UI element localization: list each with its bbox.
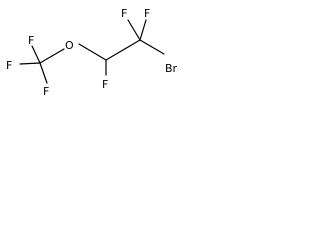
bond-o-ch (78, 43, 107, 61)
atom-f-cf2-left: F (121, 7, 127, 20)
atom-f-cf3-bottom: F (43, 85, 49, 98)
structure-diagram: F F F O F F F Br (6, 7, 178, 98)
atom-f-cf3-left: F (6, 59, 12, 72)
bonds (19, 19, 165, 84)
bond-cf3-f-top (31, 45, 41, 64)
atom-f-ch: F (102, 78, 108, 91)
bond-cf2-f-left (127, 19, 141, 41)
bond-cf2-f-right (139, 19, 147, 41)
bond-cf2-br (139, 39, 165, 55)
atom-f-cf3-top: F (28, 34, 34, 47)
atom-br: Br (165, 62, 178, 75)
atom-labels: F F F O F F F Br (6, 7, 178, 98)
atom-o-ether: O (65, 39, 74, 52)
bond-cf3-f-bottom (39, 62, 48, 84)
atom-f-cf2-right: F (144, 7, 150, 20)
bond-ch-cf2 (105, 39, 141, 61)
bond-cf3-o (39, 48, 65, 64)
bond-cf3-f-left (19, 62, 41, 65)
